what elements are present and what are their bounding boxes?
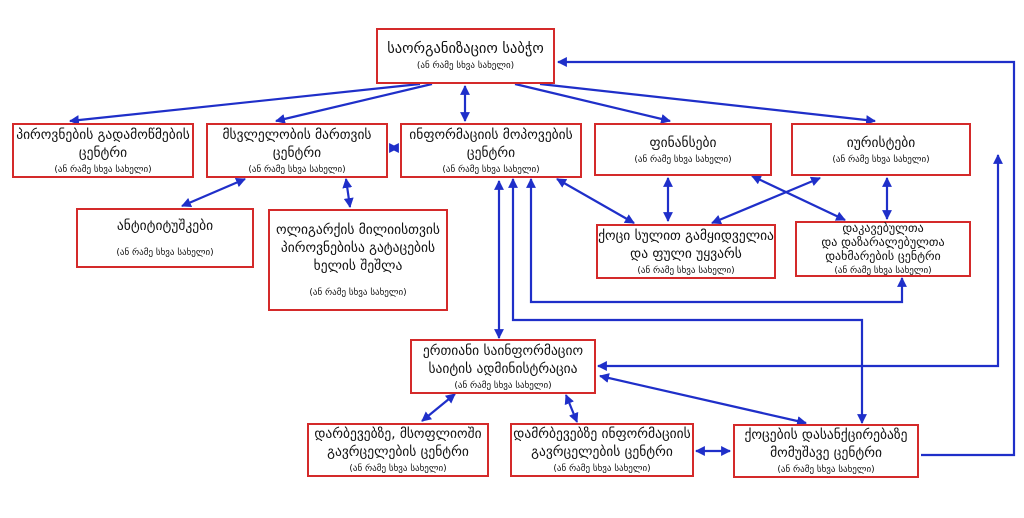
node-oligarch-subtitle: (ან რამე სხვა სახელი)	[309, 288, 407, 298]
node-finances-title: ფინანსები	[649, 134, 717, 151]
arrow-lawyers-unified	[597, 154, 1003, 371]
node-council-title: საორგანიზაციო საბჭო	[387, 41, 544, 57]
node-detained-title: დაკავებულთა და დაზარალებულთა დახმარების …	[821, 221, 945, 263]
node-oligarch-title: ოლიგარქის მილიისთვის პიროვნებისა გატაცებ…	[276, 222, 440, 274]
node-spread-world-subtitle: (ან რამე სხვა სახელი)	[349, 464, 447, 474]
arrow-unified-spread-world	[421, 393, 456, 422]
arrow-punish-to-council	[557, 57, 1016, 457]
node-provocations-title: პიროვნების გადამოწმების ცენტრი	[16, 126, 190, 161]
node-punish-title: ქოცების დასანქცირებაზე მომუშავე ცენტრი	[744, 427, 908, 461]
node-info-gathering-title: ინფორმაციის მოპოვების ცენტრი	[409, 126, 573, 161]
node-antitituki-title: ანტიტიტუშკები	[116, 218, 214, 234]
node-spread-info-title: დამრბევებზე ინფორმაციის გავრცელების ცენტ…	[513, 426, 691, 460]
node-antitituki: ანტიტიტუშკები (ან რამე სხვა სახელი)	[76, 208, 254, 268]
node-finances-subtitle: (ან რამე სხვა სახელი)	[634, 154, 732, 165]
node-punish-subtitle: (ან რამე სხვა სახელი)	[777, 465, 875, 475]
node-lawyers-subtitle: (ან რამე სხვა სახელი)	[832, 154, 930, 165]
node-unified-title: ერთიანი საინფორმაციო საიტის ადმინისტრაცი…	[422, 342, 584, 377]
node-kochi: ქოცი სულით გამყიდველია და ფული უყვარს (ა…	[596, 224, 776, 279]
arrow-info-kochi	[556, 178, 635, 224]
node-spread-world-title: დარბევებზე, მსოფლიოში გავრცელების ცენტრი	[314, 426, 482, 460]
node-council: საორგანიზაციო საბჭო (ან რამე სხვა სახელი…	[376, 28, 555, 84]
node-oligarch: ოლიგარქის მილიისთვის პიროვნებისა გატაცებ…	[268, 209, 448, 311]
node-antitituki-subtitle: (ან რამე სხვა სახელი)	[116, 248, 214, 258]
node-provocations: პიროვნების გადამოწმების ცენტრი (ან რამე …	[12, 123, 194, 178]
node-finances: ფინანსები (ან რამე სხვა სახელი)	[594, 123, 772, 176]
node-detained: დაკავებულთა და დაზარალებულთა დახმარების …	[795, 221, 971, 277]
arrow-unified-punish	[599, 373, 807, 426]
node-lawyers: იურისტები (ან რამე სხვა სახელი)	[791, 123, 971, 176]
arrow-council-to-provocations	[69, 82, 421, 125]
node-behavior-subtitle: (ან რამე სხვა სახელი)	[248, 164, 346, 175]
arrow-behavior-oligarch	[342, 178, 354, 208]
arrow-council-to-finances	[514, 82, 671, 124]
node-lawyers-title: იურისტები	[846, 134, 916, 151]
node-info-gathering-subtitle: (ან რამე სხვა სახელი)	[442, 164, 540, 175]
node-kochi-title: ქოცი სულით გამყიდველია და ფული უყვარს	[598, 227, 774, 262]
arrow-finances-detained	[751, 175, 846, 221]
node-behavior-title: მსვლელობის მართვის ცენტრი	[222, 126, 372, 161]
node-punish: ქოცების დასანქცირებაზე მომუშავე ცენტრი (…	[733, 424, 919, 478]
node-kochi-subtitle: (ან რამე სხვა სახელი)	[637, 265, 735, 276]
node-spread-world: დარბევებზე, მსოფლიოში გავრცელების ცენტრი…	[307, 423, 489, 477]
node-unified: ერთიანი საინფორმაციო საიტის ადმინისტრაცი…	[410, 339, 596, 394]
node-spread-info-subtitle: (ან რამე სხვა სახელი)	[553, 464, 651, 474]
node-provocations-subtitle: (ან რამე სხვა სახელი)	[54, 164, 152, 175]
arrow-behavior-antitituki	[181, 177, 246, 208]
arrow-unified-spread-info	[564, 394, 579, 423]
node-council-subtitle: (ან რამე სხვა სახელი)	[416, 61, 515, 71]
node-behavior: მსვლელობის მართვის ცენტრი (ან რამე სხვა …	[206, 123, 388, 178]
arrow-council-to-lawyers	[539, 82, 876, 125]
arrow-council-to-behavior	[275, 82, 433, 124]
node-spread-info: დამრბევებზე ინფორმაციის გავრცელების ცენტ…	[510, 423, 694, 477]
node-info-gathering: ინფორმაციის მოპოვების ცენტრი (ან რამე სხ…	[400, 123, 582, 178]
node-detained-subtitle: (ან რამე სხვა სახელი)	[834, 266, 932, 276]
node-unified-subtitle: (ან რამე სხვა სახელი)	[454, 380, 552, 391]
